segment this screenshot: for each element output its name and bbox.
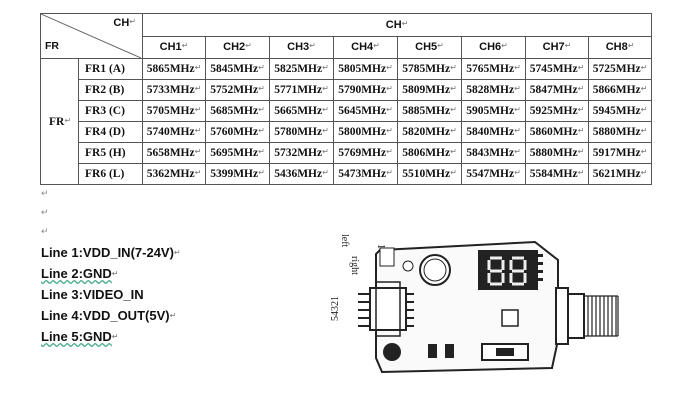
frequency-cell: 5809MHz↵ [397, 79, 462, 101]
frequency-cell: 5780MHz↵ [269, 121, 334, 143]
column-header: CH7↵ [525, 35, 589, 59]
frequency-cell: 5885MHz↵ [397, 100, 462, 122]
table-row: FR2 (B)5733MHz↵5752MHz↵5771MHz↵5790MHz↵5… [41, 79, 653, 101]
paragraph-mark: ↵ [41, 226, 49, 236]
row-label: FR4 (D) [78, 121, 143, 143]
frequency-cell: 5473MHz↵ [333, 163, 398, 185]
frequency-cell: 5820MHz↵ [397, 121, 462, 143]
column-header: CH3↵ [269, 35, 334, 59]
frequency-cell: 5510MHz↵ [397, 163, 462, 185]
line-4-label: Line 4:VDD_OUT(5V)↵ [41, 308, 177, 323]
left-label: left [339, 234, 350, 248]
table-row: FR↵FR1 (A)5865MHz↵5845MHz↵5825MHz↵5805MH… [40, 58, 653, 185]
table-row: FR3 (C)5705MHz↵5685MHz↵5665MHz↵5645MHz↵5… [41, 100, 653, 122]
frequency-cell: 5828MHz↵ [461, 79, 526, 101]
dip-switch-icon [379, 247, 395, 267]
chip-icon [501, 309, 519, 327]
column-header-row: CH1↵CH2↵CH3↵CH4↵CH5↵CH6↵CH7↵CH8↵ [41, 35, 653, 59]
frequency-cell: 5765MHz↵ [461, 58, 526, 80]
transmitter-board-diagram: left right 14 28 54321 [330, 230, 630, 380]
smd-part-icon [428, 344, 437, 358]
frequency-cell: 5658MHz↵ [142, 142, 206, 164]
column-header: CH6↵ [461, 35, 526, 59]
antenna-connector [555, 287, 569, 345]
smd-part-icon [445, 344, 454, 358]
row-label: FR1 (A) [78, 58, 143, 80]
frequency-cell: 5665MHz↵ [269, 100, 334, 122]
frequency-cell: 5752MHz↵ [205, 79, 270, 101]
ch-group-header: CH↵ [141, 13, 653, 37]
line-1-label: Line 1:VDD_IN(7-24V)↵ [41, 245, 181, 260]
row-label: FR5 (H) [78, 142, 143, 164]
frequency-cell: 5880MHz↵ [525, 142, 589, 164]
table-row: FR4 (D)5740MHz↵5760MHz↵5780MHz↵5800MHz↵5… [41, 121, 653, 143]
column-header: CH8↵ [587, 35, 653, 59]
corner-ch-label: CH↵ [113, 17, 136, 29]
frequency-cell: 5945MHz↵ [587, 100, 653, 122]
frequency-cell: 5805MHz↵ [333, 58, 398, 80]
frequency-cell: 5866MHz↵ [587, 79, 653, 101]
right-label: right [349, 256, 360, 275]
frequency-cell: 5740MHz↵ [142, 121, 206, 143]
row-label: FR6 (L) [78, 163, 143, 185]
led-icon [402, 260, 414, 272]
capacitor-icon [383, 343, 401, 361]
frequency-cell: 5584MHz↵ [525, 163, 589, 185]
seven-segment-display [478, 250, 538, 290]
frequency-cell: 5745MHz↵ [525, 58, 589, 80]
column-header: CH4↵ [333, 35, 398, 59]
frequency-cell: 5685MHz↵ [205, 100, 270, 122]
corner-fr-label: FR [45, 40, 59, 52]
line-2-label: Line 2:GND↵ [41, 266, 119, 281]
frequency-cell: 5785MHz↵ [397, 58, 462, 80]
frequency-cell: 5760MHz↵ [205, 121, 270, 143]
row-label: FR2 (B) [78, 79, 143, 101]
wiring-lines: Line 1:VDD_IN(7-24V)↵ Line 2:GND↵ Line 3… [41, 242, 181, 347]
frequency-cell: 5806MHz↵ [397, 142, 462, 164]
frequency-cell: 5547MHz↵ [461, 163, 526, 185]
frequency-cell: 5905MHz↵ [461, 100, 526, 122]
line-3-label: Line 3:VIDEO_IN [41, 287, 144, 302]
table-corner-cell: CH↵ FR [40, 13, 143, 59]
frequency-cell: 5733MHz↵ [142, 79, 206, 101]
diagonal-divider [41, 14, 141, 58]
frequency-cell: 5732MHz↵ [269, 142, 334, 164]
frequency-cell: 5847MHz↵ [525, 79, 589, 101]
frequency-cell: 5645MHz↵ [333, 100, 398, 122]
frequency-cell: 5860MHz↵ [525, 121, 589, 143]
frequency-cell: 5399MHz↵ [205, 163, 270, 185]
row-label: FR3 (C) [78, 100, 143, 122]
frequency-cell: 5705MHz↵ [142, 100, 206, 122]
pin-numbers-label: 54321 [330, 296, 341, 321]
frequency-cell: 5925MHz↵ [525, 100, 589, 122]
paragraph-mark: ↵ [41, 207, 49, 217]
frequency-cell: 5843MHz↵ [461, 142, 526, 164]
column-header: CH2↵ [205, 35, 270, 59]
frequency-cell: 5825MHz↵ [269, 58, 334, 80]
frequency-cell: 5865MHz↵ [142, 58, 206, 80]
table-row: FR6 (L)5362MHz↵5399MHz↵5436MHz↵5473MHz↵5… [41, 163, 653, 185]
frequency-cell: 5800MHz↵ [333, 121, 398, 143]
frequency-cell: 5917MHz↵ [587, 142, 653, 164]
fr-group-label: FR↵ [40, 58, 79, 185]
frequency-cell: 5362MHz↵ [142, 163, 206, 185]
table-row: FR5 (H)5658MHz↵5695MHz↵5732MHz↵5769MHz↵5… [41, 142, 653, 164]
frequency-cell: 5725MHz↵ [587, 58, 653, 80]
frequency-cell: 5771MHz↵ [269, 79, 334, 101]
frequency-cell: 5880MHz↵ [587, 121, 653, 143]
line-5-label: Line 5:GND↵ [41, 329, 119, 344]
frequency-cell: 5790MHz↵ [333, 79, 398, 101]
frequency-cell: 5845MHz↵ [205, 58, 270, 80]
frequency-cell: 5436MHz↵ [269, 163, 334, 185]
column-header: CH1↵ [142, 35, 206, 59]
frequency-cell: 5621MHz↵ [587, 163, 653, 185]
paragraph-mark: ↵ [41, 188, 49, 198]
frequency-cell: 5695MHz↵ [205, 142, 270, 164]
column-header: CH5↵ [397, 35, 462, 59]
frequency-table: CH↵ FR CH↵ CH1↵CH2↵CH3↵CH4↵CH5↵CH6↵CH7↵C… [40, 13, 653, 185]
frequency-cell: 5769MHz↵ [333, 142, 398, 164]
frequency-cell: 5840MHz↵ [461, 121, 526, 143]
